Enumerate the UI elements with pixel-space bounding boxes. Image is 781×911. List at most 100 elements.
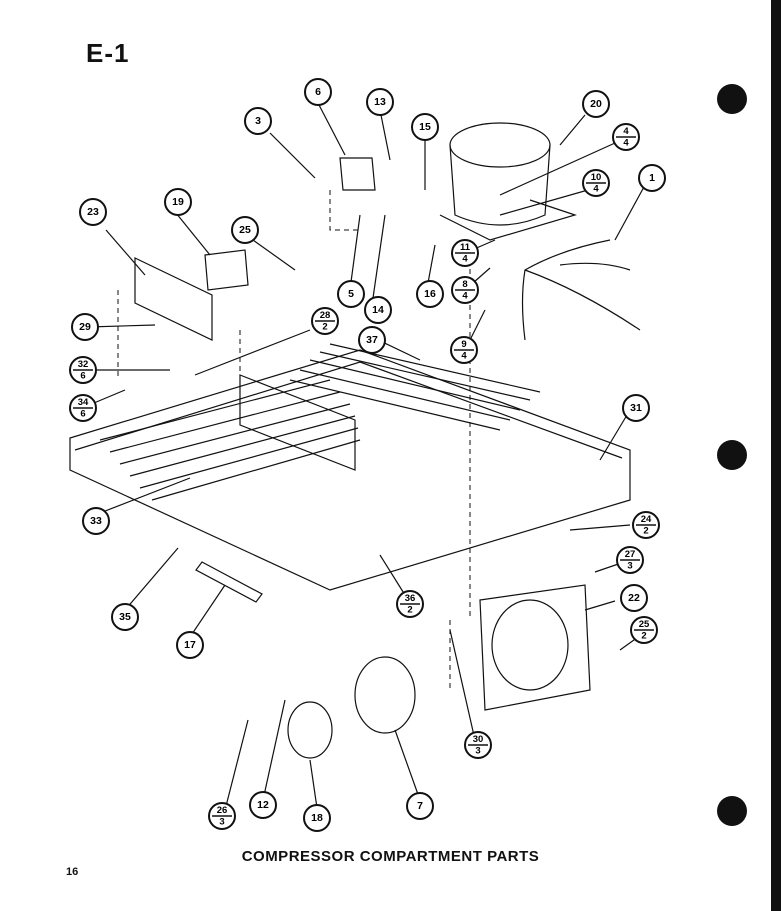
callout-circle [406, 792, 434, 820]
callout-34-6: 346 [69, 394, 97, 422]
callout-circle [244, 107, 272, 135]
callout-37: 37 [358, 326, 386, 354]
callout-9-4: 94 [450, 336, 478, 364]
callout-quantity: 4 [593, 184, 599, 195]
callout-36-2: 362 [396, 590, 424, 618]
callout-part-number: 29 [79, 321, 91, 333]
callout-quantity: 4 [462, 291, 468, 302]
callout-leaders [81, 102, 646, 811]
callout-6: 6 [304, 78, 332, 106]
callout-quantity: 2 [641, 631, 646, 642]
divider-plate [239, 374, 356, 471]
callout-part-number: 25 [239, 224, 251, 236]
callout-part-number: 35 [119, 611, 131, 623]
callout-33: 33 [82, 507, 110, 535]
drier [195, 561, 263, 603]
callout-part-number: 31 [630, 402, 642, 414]
callout-circle [249, 791, 277, 819]
callout-circle [364, 296, 392, 324]
callout-25: 25 [231, 216, 259, 244]
callout-circle [82, 507, 110, 535]
diagram-caption: COMPRESSOR COMPARTMENT PARTS [241, 848, 540, 865]
callout-part-number: 7 [417, 800, 423, 812]
wiring-harness [521, 239, 641, 341]
callout-25-2: 252 [630, 616, 658, 644]
callout-circle [582, 90, 610, 118]
callout-part-number: 24 [641, 514, 652, 525]
callout-quantity: 4 [623, 138, 629, 149]
callout-15: 15 [411, 113, 439, 141]
callout-part-number: 36 [405, 593, 416, 604]
callout-part-number: 22 [628, 592, 640, 604]
callout-3: 3 [244, 107, 272, 135]
callout-part-number: 1 [649, 172, 655, 184]
callout-circle [79, 198, 107, 226]
callout-5: 5 [337, 280, 365, 308]
callout-circle [231, 216, 259, 244]
callout-7: 7 [406, 792, 434, 820]
callout-part-number: 32 [78, 359, 89, 370]
callout-quantity: 6 [80, 371, 85, 382]
callout-part-number: 17 [184, 639, 196, 651]
callout-part-number: 33 [90, 515, 102, 527]
callout-quantity: 6 [80, 409, 85, 420]
callout-part-number: 12 [257, 799, 269, 811]
callout-28-2: 282 [311, 307, 339, 335]
callout-18: 18 [303, 804, 331, 832]
callout-quantity: 4 [461, 351, 467, 362]
callout-32-6: 326 [69, 356, 97, 384]
callout-part-number: 14 [372, 304, 384, 316]
callout-12: 12 [249, 791, 277, 819]
callout-part-number: 8 [462, 279, 467, 290]
callout-24-2: 242 [632, 511, 660, 539]
callout-23: 23 [79, 198, 107, 226]
callout-part-number: 37 [366, 334, 378, 346]
overload [339, 157, 376, 191]
callout-circle [358, 326, 386, 354]
callout-31: 31 [622, 394, 650, 422]
callout-part-number: 15 [419, 121, 431, 133]
callout-part-number: 16 [424, 288, 436, 300]
callout-part-number: 9 [461, 339, 466, 350]
base-tray [69, 349, 631, 591]
callout-35: 35 [111, 603, 139, 631]
callout-part-number: 4 [623, 126, 629, 137]
fan-shroud-opening [491, 599, 569, 691]
callout-circle [176, 631, 204, 659]
relay [204, 249, 249, 291]
callout-part-number: 11 [460, 242, 471, 253]
callout-30-3: 303 [464, 731, 492, 759]
callout-circle [620, 584, 648, 612]
callout-11-4: 114 [451, 239, 479, 267]
callout-quantity: 2 [643, 526, 648, 537]
page-edge-bar [771, 0, 781, 911]
callout-16: 16 [416, 280, 444, 308]
callout-8-4: 84 [451, 276, 479, 304]
callout-29: 29 [71, 313, 99, 341]
callout-quantity: 2 [322, 322, 327, 333]
compressor-base-plate [439, 199, 578, 241]
callout-circle [638, 164, 666, 192]
callout-part-number: 28 [320, 310, 331, 321]
callout-20: 20 [582, 90, 610, 118]
control-bracket [134, 257, 213, 341]
callout-circle [416, 280, 444, 308]
callout-circle [366, 88, 394, 116]
callout-17: 17 [176, 631, 204, 659]
callout-part-number: 19 [172, 196, 184, 208]
binder-hole-bottom [717, 796, 747, 826]
fan-blade [354, 656, 416, 734]
callout-4-4: 44 [612, 123, 640, 151]
callout-quantity: 3 [627, 561, 632, 572]
callout-part-number: 6 [315, 86, 321, 98]
callout-part-number: 30 [473, 734, 484, 745]
callout-part-number: 5 [348, 288, 354, 300]
callout-22: 22 [620, 584, 648, 612]
callout-part-number: 27 [625, 549, 636, 560]
binder-hole-top [717, 84, 747, 114]
callout-part-number: 34 [78, 397, 89, 408]
callout-1: 1 [638, 164, 666, 192]
callout-13: 13 [366, 88, 394, 116]
callout-part-number: 26 [217, 805, 228, 816]
callout-circle [111, 603, 139, 631]
